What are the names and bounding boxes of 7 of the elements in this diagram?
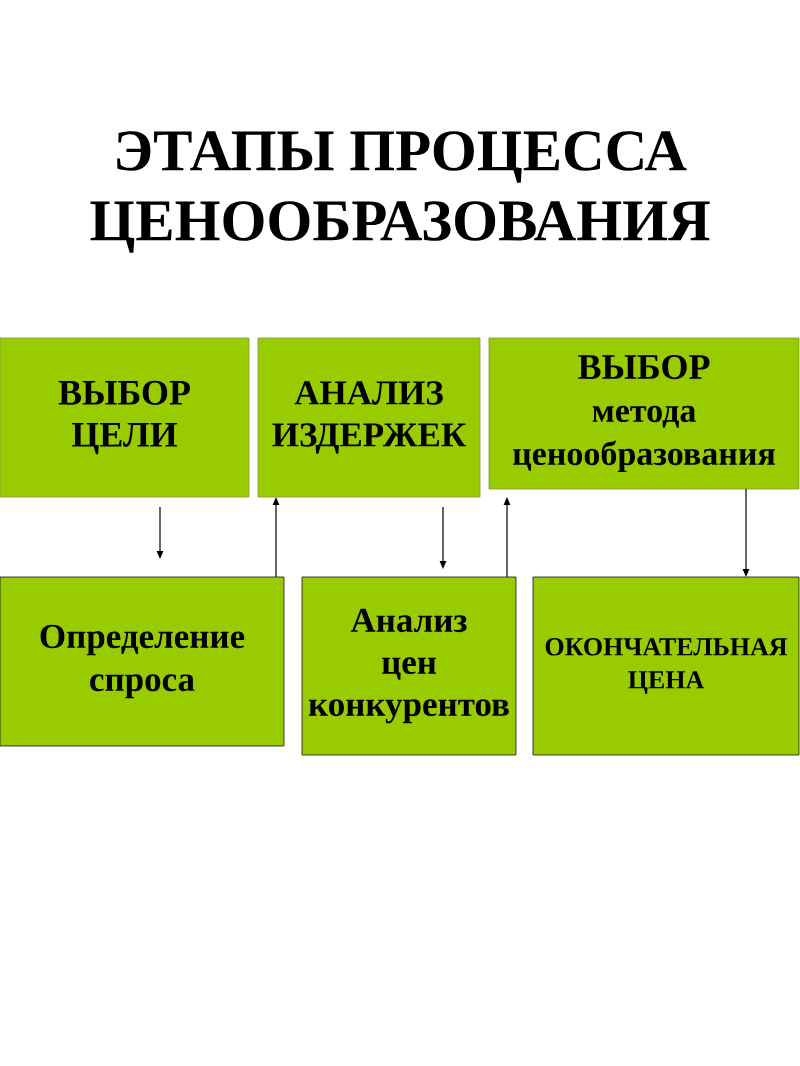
process-box: Определение спроса: [0, 576, 285, 747]
process-box: Анализ цен конкурентов: [301, 576, 517, 756]
process-box: АНАЛИЗ ИЗДЕРЖЕК: [257, 337, 481, 498]
title: ЭТАПЫ ПРОЦЕССА ЦЕНООБРАЗОВАНИЯ: [90, 131, 710, 253]
process-box: ВЫБОР метода ценообразования: [488, 337, 800, 490]
process-box: ОКОНЧАТЕЛЬНАЯ ЦЕНА: [532, 576, 800, 756]
process-box: ВЫБОР ЦЕЛИ: [0, 337, 250, 498]
